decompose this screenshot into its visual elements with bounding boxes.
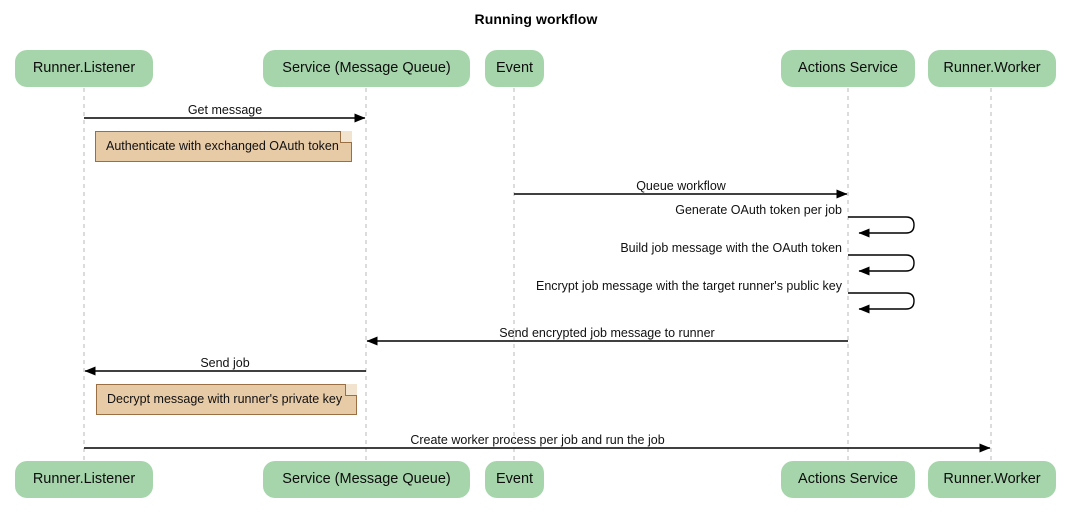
participant-label: Event — [495, 471, 534, 488]
note-folded-corner-icon — [345, 384, 357, 396]
message-label-queue-workflow: Queue workflow — [636, 179, 726, 193]
participant-bottom-service-message-queue[interactable]: Service (Message Queue) — [263, 461, 470, 498]
self-message-arrow-build-job-message-with-oauth-token — [848, 254, 915, 276]
participant-label: Runner.Worker — [943, 60, 1041, 77]
note-text: Authenticate with exchanged OAuth token — [106, 139, 339, 154]
participant-label: Event — [495, 60, 534, 77]
participant-label: Runner.Worker — [943, 471, 1041, 488]
self-message-arrow-generate-oauth-token-per-job — [848, 216, 915, 238]
participant-label: Runner.Listener — [32, 60, 136, 77]
participant-bottom-runner-worker[interactable]: Runner.Worker — [928, 461, 1056, 498]
note-folded-corner-icon — [340, 131, 352, 143]
note-decrypt-message-with-runners-private-key: Decrypt message with runner's private ke… — [96, 384, 357, 415]
participant-label: Service (Message Queue) — [282, 60, 451, 77]
participant-top-actions-service[interactable]: Actions Service — [781, 50, 915, 87]
participant-top-service-message-queue[interactable]: Service (Message Queue) — [263, 50, 470, 87]
lifelines-group — [83, 88, 992, 461]
message-label-encrypt-job-message-target-runner-public-key: Encrypt job message with the target runn… — [535, 279, 842, 293]
participant-label: Actions Service — [798, 60, 898, 77]
participant-label: Service (Message Queue) — [282, 471, 451, 488]
message-label-send-job: Send job — [200, 356, 250, 370]
participant-bottom-actions-service[interactable]: Actions Service — [781, 461, 915, 498]
message-label-create-worker-process-per-job: Create worker process per job and run th… — [410, 433, 665, 447]
message-label-get-message: Get message — [187, 103, 263, 117]
participant-label: Runner.Listener — [32, 471, 136, 488]
participant-top-runner-listener[interactable]: Runner.Listener — [15, 50, 153, 87]
note-authenticate-with-exchanged-oauth-token: Authenticate with exchanged OAuth token — [95, 131, 352, 162]
message-arrows-group — [84, 113, 991, 453]
participant-bottom-runner-listener[interactable]: Runner.Listener — [15, 461, 153, 498]
page-title: Running workflow — [474, 11, 598, 27]
self-message-arrow-encrypt-job-message-target-runner-public-key — [848, 292, 915, 314]
participant-top-event[interactable]: Event — [485, 50, 544, 87]
participant-label: Actions Service — [798, 471, 898, 488]
message-label-build-job-message-with-oauth-token: Build job message with the OAuth token — [620, 241, 842, 255]
message-label-generate-oauth-token-per-job: Generate OAuth token per job — [675, 203, 842, 217]
message-label-send-encrypted-job-message-to-runner: Send encrypted job message to runner — [499, 326, 715, 340]
note-text: Decrypt message with runner's private ke… — [107, 392, 343, 407]
participant-bottom-event[interactable]: Event — [485, 461, 544, 498]
participant-top-runner-worker[interactable]: Runner.Worker — [928, 50, 1056, 87]
